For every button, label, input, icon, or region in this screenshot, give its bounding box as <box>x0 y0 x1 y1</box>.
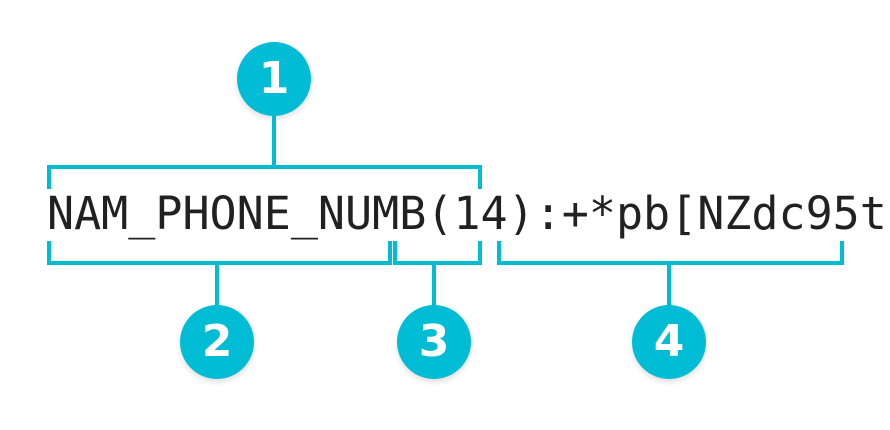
bracket-span-3 <box>393 261 482 265</box>
connector-stem-4 <box>667 261 671 307</box>
bracket-tick-right-2 <box>388 241 392 265</box>
bracket-tick-right-1 <box>478 165 482 189</box>
bracket-segment-1 <box>47 165 482 189</box>
bracket-tick-right-4 <box>840 241 844 265</box>
marker-circle-3: 3 <box>397 305 471 379</box>
marker-circle-1: 1 <box>237 42 311 116</box>
marker-label-4: 4 <box>653 316 685 367</box>
bracket-span-2 <box>47 261 392 265</box>
marker-label-1: 1 <box>258 53 290 104</box>
bracket-tick-left-3 <box>393 241 397 265</box>
bracket-segment-3 <box>393 240 482 265</box>
code-string: NAM_PHONE_NUMB(14):+*pb[NZdc95tLB <box>47 187 890 240</box>
bracket-span-1 <box>47 165 482 169</box>
marker-circle-2: 2 <box>180 305 254 379</box>
connector-stem-3 <box>432 261 436 307</box>
bracket-tick-left-1 <box>47 165 51 189</box>
bracket-tick-right-3 <box>478 241 482 265</box>
marker-circle-4: 4 <box>632 305 706 379</box>
marker-label-3: 3 <box>418 316 450 367</box>
connector-stem-1 <box>272 112 276 167</box>
bracket-segment-2 <box>47 240 392 265</box>
bracket-tick-left-4 <box>497 241 501 265</box>
marker-label-2: 2 <box>201 316 233 367</box>
bracket-tick-left-2 <box>47 241 51 265</box>
connector-stem-2 <box>215 261 219 307</box>
